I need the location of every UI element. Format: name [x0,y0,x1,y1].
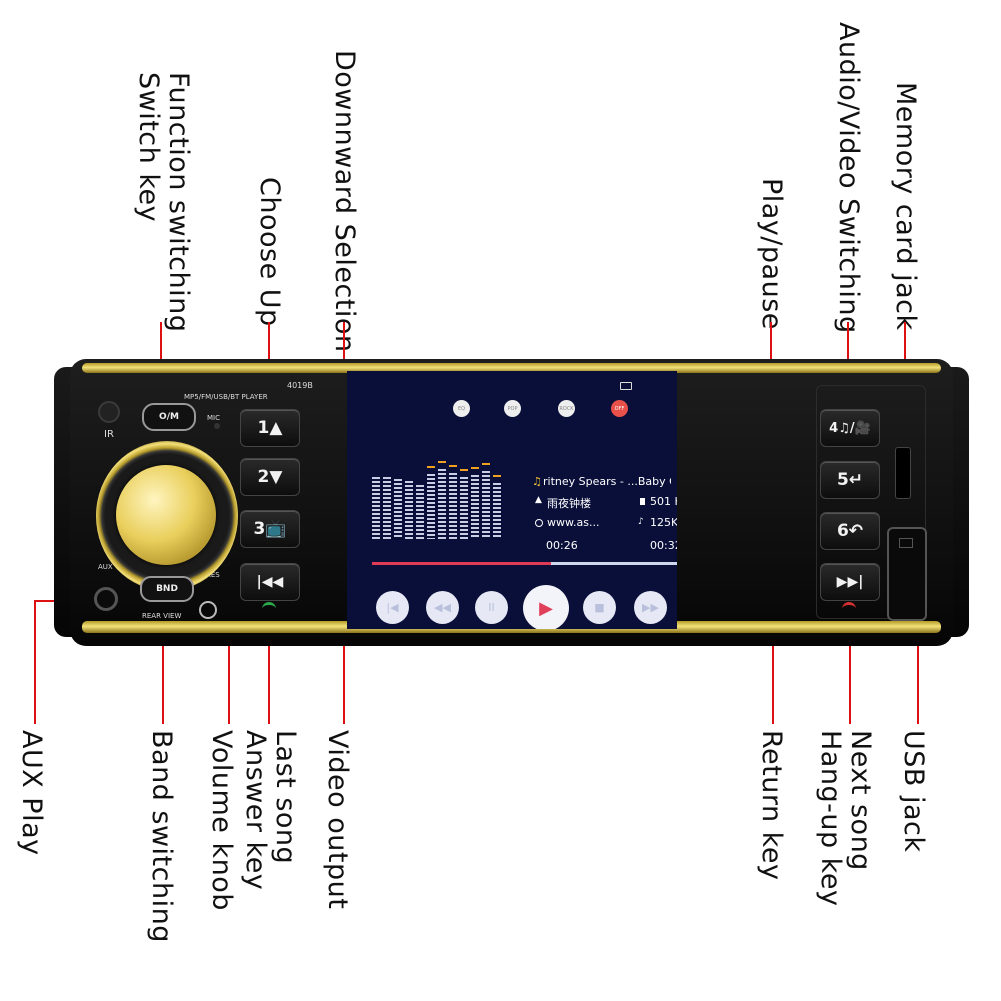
ir-label: IR [104,429,114,440]
label-return-key: Return key [756,730,787,881]
mode-rock[interactable]: ROCK [558,400,575,417]
res-label: RES [206,571,220,579]
top-gold-trim [82,363,941,373]
video-output-button[interactable]: 3📺 [240,510,300,548]
mic-label: MIC [207,414,220,422]
album-name: 雨夜钟楼 [547,497,591,510]
file-size: 501 K [650,495,677,508]
display-screen: 01 EQ POP ROCK OFF [347,371,677,629]
rewind-icon[interactable]: ◀◀ [426,591,459,624]
play-icon[interactable]: ▶ [523,585,569,629]
bnd-button[interactable]: BND [140,576,194,602]
prev-track-icon[interactable]: |◀ [376,591,409,624]
om-button[interactable]: O/M [142,403,196,431]
aux-label: AUX [98,563,113,571]
next-song-button[interactable]: ▶▶| [820,563,880,601]
om-button-label: O/M [159,412,179,422]
fast-forward-icon[interactable]: ▶▶ [634,591,667,624]
volume-knob[interactable] [116,465,216,565]
hang-up-icon [842,602,856,611]
mic-hole [214,423,220,429]
mode-pop[interactable]: POP [504,400,521,417]
label-function-switching: Function switching Switch key [133,72,194,333]
progress-fill [372,562,551,565]
bitrate: 125Kbps [650,516,677,529]
total-time: 00:32 [650,539,677,552]
label-band-switching: Band switching [146,730,177,943]
aux-jack[interactable] [94,587,118,611]
return-button[interactable]: 6↶ [820,512,880,550]
elapsed-time: 00:26 [546,539,578,552]
label-choose-up: Choose Up [254,177,285,327]
camera-icon [199,601,217,619]
downward-selection-button[interactable]: 2▼ [240,458,300,496]
progress-track[interactable] [372,562,677,565]
label-downward-selection: Downnward Selection [329,50,360,353]
label-video-output: Video output [322,730,353,910]
mode-off[interactable]: OFF [611,400,628,417]
web-icon [535,519,543,527]
file-icon [640,498,645,505]
label-play-pause: Play/pause [756,178,787,330]
label-last-song: Last song Answer key [240,730,301,891]
label-memory-card: Memory card jack [890,82,921,331]
song-title: ritney Spears - ...Baby One [543,475,671,488]
label-next-song: Next song Hang-up key [815,730,876,907]
label-aux-play: AUX Play [16,730,47,856]
battery-icon [620,382,632,390]
car-stereo-unit: 4019B MP5/FM/USB/BT PLAYER IR MIC RES AU… [54,355,969,650]
player-subtitle: MP5/FM/USB/BT PLAYER [184,393,268,401]
choose-up-button[interactable]: 1▲ [240,409,300,447]
website: www.as... [547,516,600,529]
label-av-switching: Audio/Video Switching [833,22,864,334]
play-pause-button[interactable]: 5↵ [820,461,880,499]
stop-icon[interactable]: ■ [583,591,616,624]
usb-port[interactable] [887,527,927,621]
rear-view-label: REAR VIEW [142,612,182,620]
av-switching-button[interactable]: 4♫/🎥 [820,409,880,447]
memory-card-slot[interactable] [895,447,911,499]
last-song-button[interactable]: |◀◀ [240,563,300,601]
label-usb-jack: USB jack [898,730,929,853]
mode-eq[interactable]: EQ [453,400,470,417]
music-note-icon: ♫ [532,475,542,488]
label-volume-knob: Volume knob [206,730,237,911]
answer-phone-icon [262,602,276,611]
album-icon: ▲ [535,495,542,505]
bitrate-icon: ♪ [638,517,644,527]
pause-icon[interactable]: II [475,591,508,624]
usb-port-inner [899,538,913,548]
right-panel-frame [816,385,926,619]
bnd-button-label: BND [156,584,178,594]
ir-sensor [98,401,120,423]
model-label: 4019B [287,381,313,390]
